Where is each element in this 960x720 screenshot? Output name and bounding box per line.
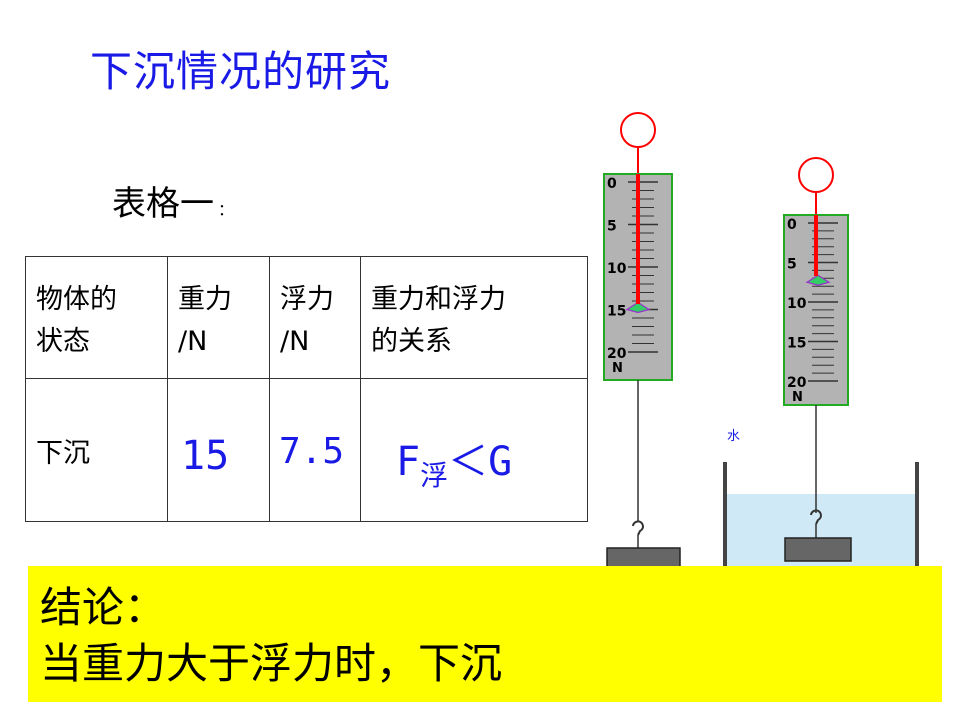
right-tick-label: 10 bbox=[787, 296, 807, 312]
left-block bbox=[606, 547, 681, 570]
conclusion-line-1: 结论： bbox=[40, 583, 167, 632]
conclusion-box: 结论： 当重力大于浮力时，下沉 bbox=[28, 566, 942, 702]
left-spring-scale: 0 5 10 15 20N bbox=[603, 112, 681, 570]
table-label-text: 表格一 bbox=[112, 184, 214, 224]
header-cell-relation: 重力和浮力的关系 bbox=[360, 256, 588, 379]
right-block bbox=[784, 537, 852, 562]
right-tick-label: 0 bbox=[787, 217, 797, 233]
table-header-row: 物体的状态 重力/N 浮力/N 重力和浮力的关系 bbox=[25, 256, 588, 379]
gravity-value: 15 bbox=[181, 433, 230, 479]
relation-formula: F浮＜G bbox=[396, 439, 513, 492]
left-hook-icon bbox=[632, 520, 644, 536]
left-scale-ring bbox=[620, 112, 656, 148]
right-scale-ring bbox=[798, 157, 834, 193]
left-tick-label: 5 bbox=[607, 219, 617, 235]
table-label: 表格一： bbox=[112, 176, 234, 225]
header-cell-buoyancy: 浮力/N bbox=[269, 256, 361, 379]
right-hook-icon bbox=[810, 509, 822, 525]
table-label-colon: ： bbox=[218, 200, 235, 219]
left-unit-label: N bbox=[612, 361, 623, 376]
cell-gravity: 15 bbox=[167, 378, 270, 522]
left-tick-label: 0 bbox=[607, 176, 617, 192]
header-cell-gravity: 重力/N bbox=[167, 256, 270, 379]
water-label: 水 bbox=[727, 429, 740, 444]
table-row: 下沉 15 7.5 F浮＜G bbox=[25, 378, 588, 522]
page-title: 下沉情况的研究 bbox=[90, 47, 392, 96]
buoyancy-value: 7.5 bbox=[279, 431, 345, 472]
left-tick-label: 10 bbox=[607, 261, 627, 277]
right-pointer-icon bbox=[805, 274, 831, 286]
left-pointer-icon bbox=[625, 301, 651, 314]
cell-buoyancy: 7.5 bbox=[269, 378, 361, 522]
left-tick-label: 15 bbox=[607, 304, 626, 320]
left-tick-label: 20 bbox=[607, 346, 627, 362]
cell-state: 下沉 bbox=[25, 378, 168, 522]
right-tick-label: 20 bbox=[787, 375, 807, 391]
right-unit-label: N bbox=[792, 390, 803, 405]
data-table: 物体的状态 重力/N 浮力/N 重力和浮力的关系 下沉 15 7.5 F浮＜G bbox=[25, 256, 588, 522]
conclusion-line-2: 当重力大于浮力时，下沉 bbox=[40, 639, 503, 688]
header-cell-state: 物体的状态 bbox=[25, 256, 168, 379]
right-spring-scale: 0 5 10 15 20N bbox=[783, 157, 852, 562]
right-tick-label: 15 bbox=[787, 336, 806, 352]
right-tick-label: 5 bbox=[787, 257, 797, 273]
cell-relation: F浮＜G bbox=[360, 378, 588, 522]
